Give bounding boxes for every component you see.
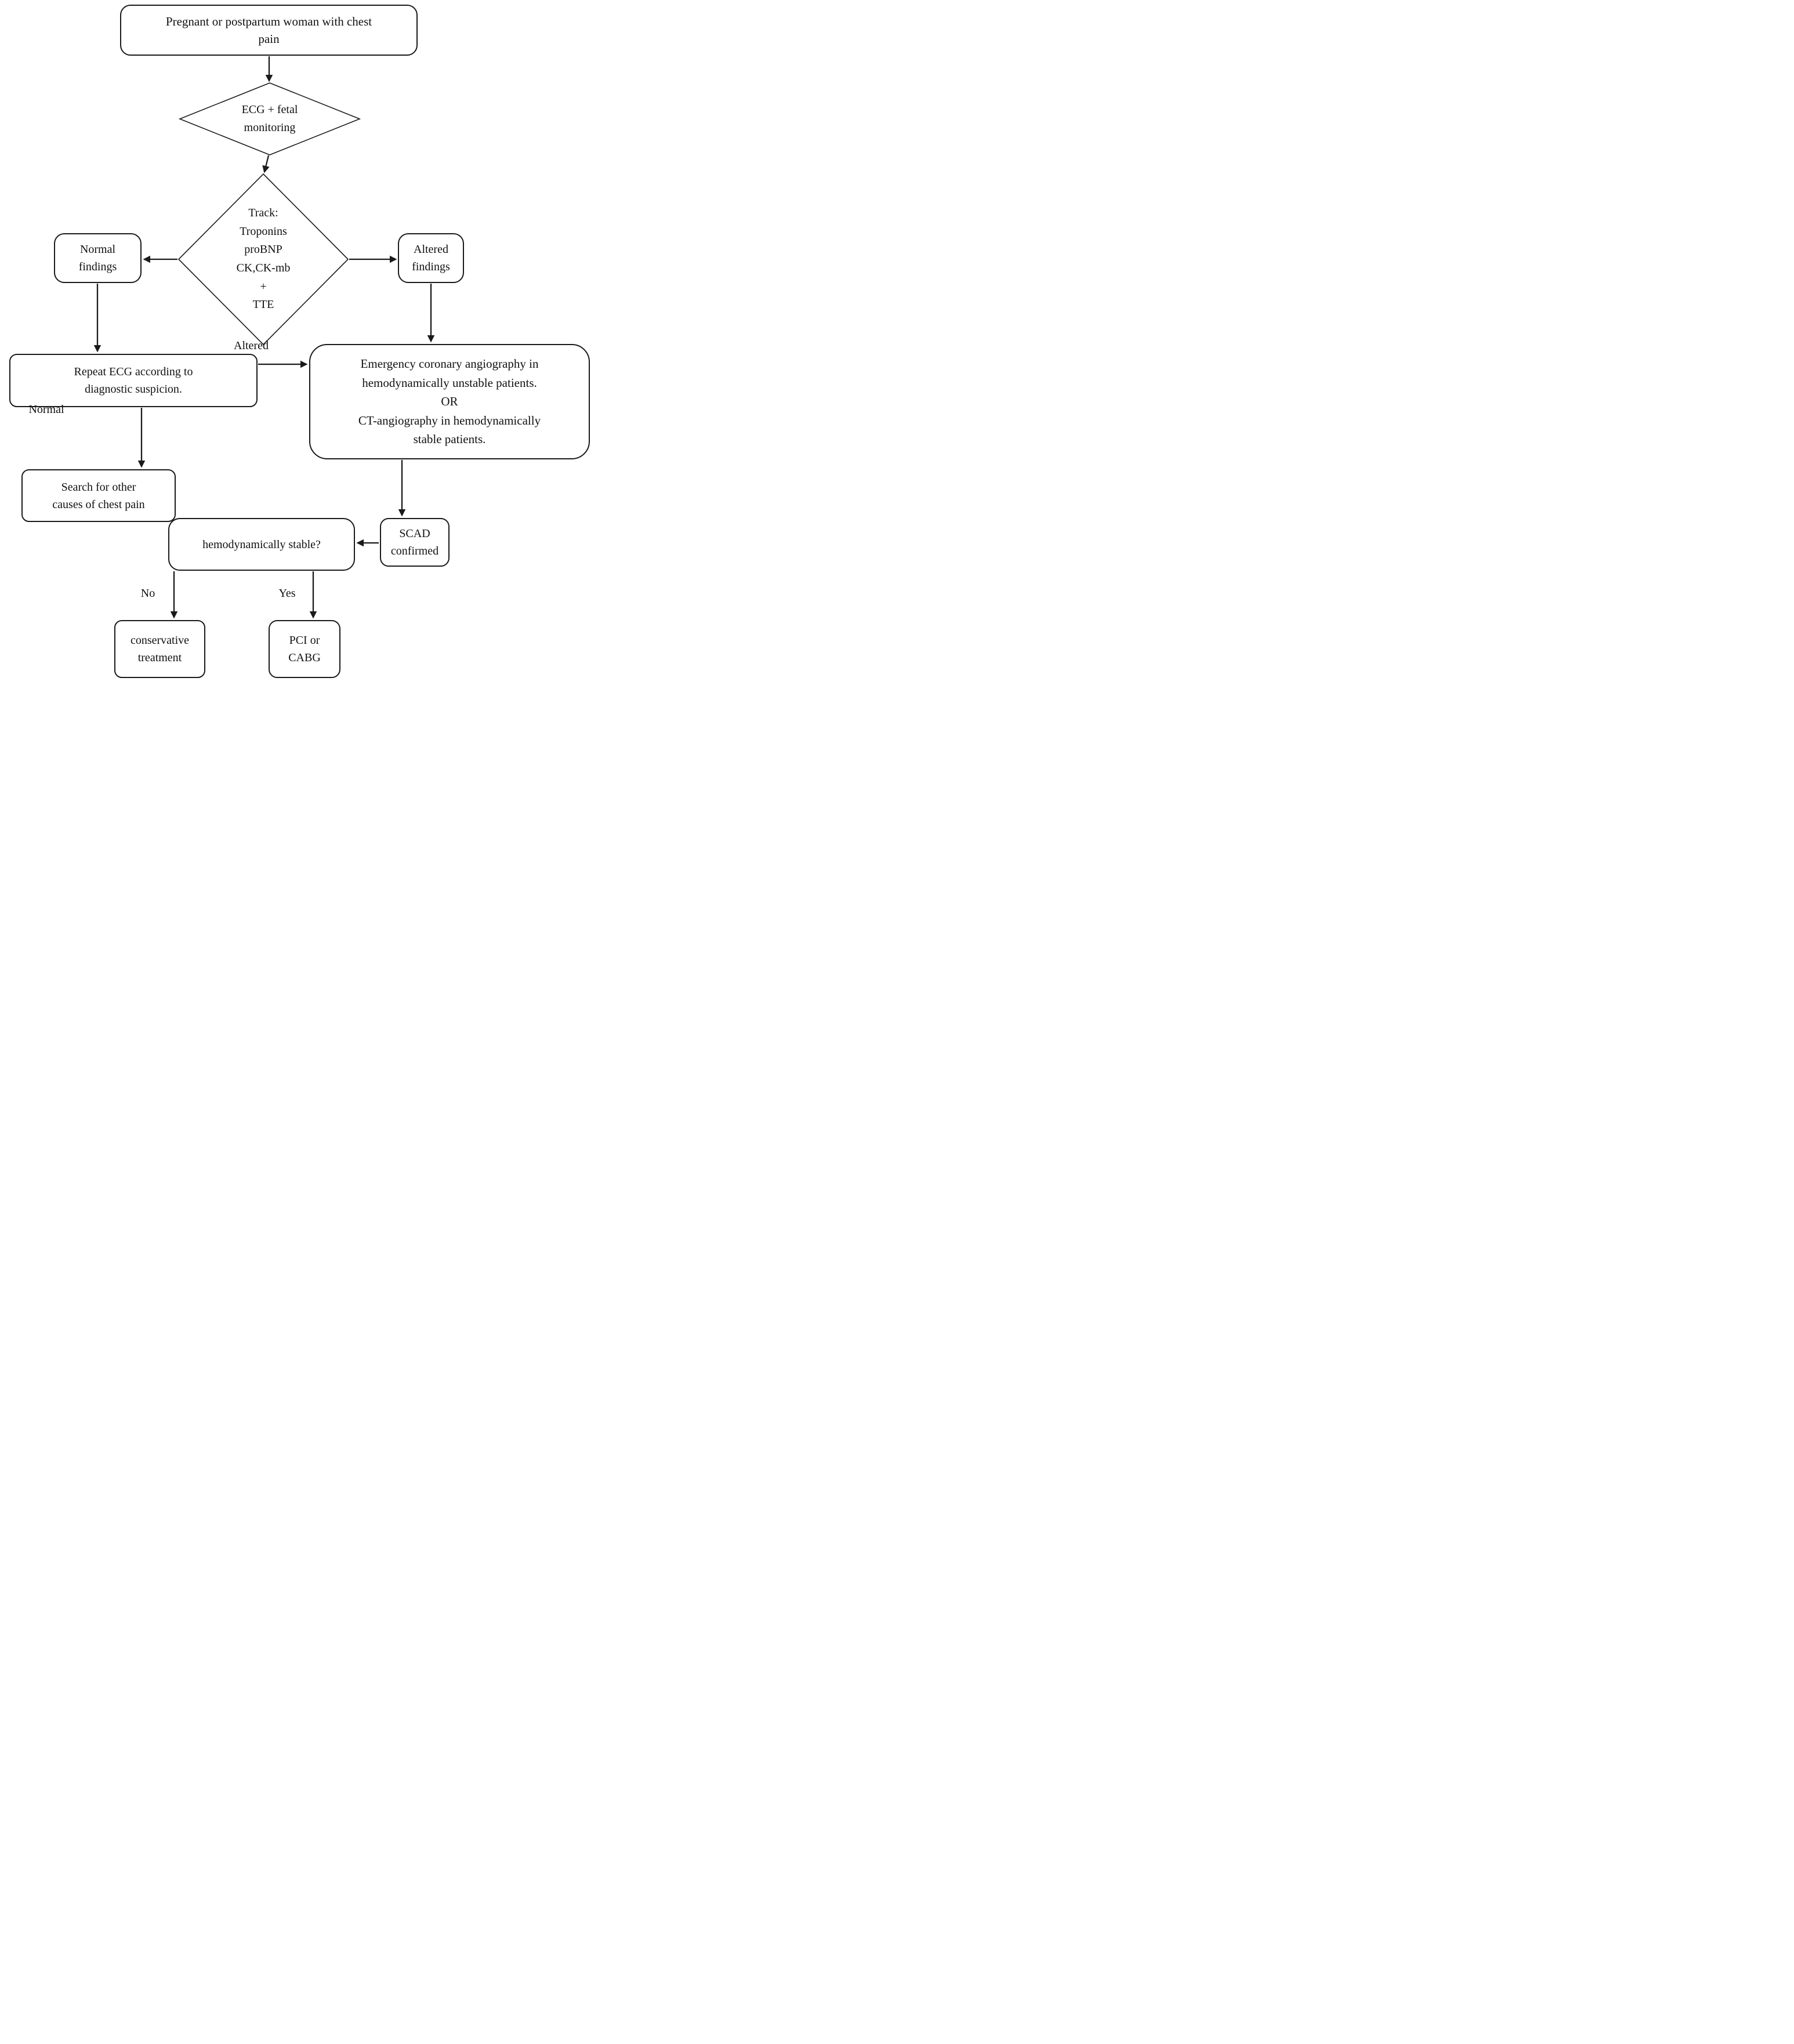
edge-label-no: No [140, 587, 155, 600]
diamond-track-biomarkers [177, 173, 349, 346]
edge-label-normal: Normal [28, 403, 64, 416]
node-pci-cabg: PCI or CABG [269, 620, 340, 678]
node-hemodynamically-stable: hemodynamically stable? [168, 518, 355, 571]
edge-label-altered: Altered [234, 339, 269, 352]
node-search-other-causes: Search for other causes of chest pain [21, 469, 176, 522]
node-conservative-treatment: conservative treatment [114, 620, 205, 678]
node-angiography-options: Emergency coronary angiography in hemody… [309, 344, 590, 459]
diamond-ecg-fetal-monitoring [178, 82, 361, 155]
flowchart-connectors [93, 56, 435, 619]
node-repeat-ecg: Repeat ECG according to diagnostic suspi… [9, 354, 258, 407]
arrow-ecg-to-track [262, 155, 270, 173]
node-scad-confirmed: SCAD confirmed [380, 518, 450, 567]
edge-label-yes: Yes [278, 587, 296, 600]
diamond-track-label: Track: Troponins proBNP CK,CK-mb + TTE [236, 206, 291, 311]
diamond-ecg-fetal-label: ECG + fetal monitoring [241, 103, 298, 134]
flowchart-canvas: Pregnant or postpartum woman with chest … [0, 0, 598, 682]
node-normal-findings: Normal findings [54, 233, 142, 283]
node-pregnant-chest-pain: Pregnant or postpartum woman with chest … [120, 5, 418, 56]
node-altered-findings: Altered findings [398, 233, 464, 283]
